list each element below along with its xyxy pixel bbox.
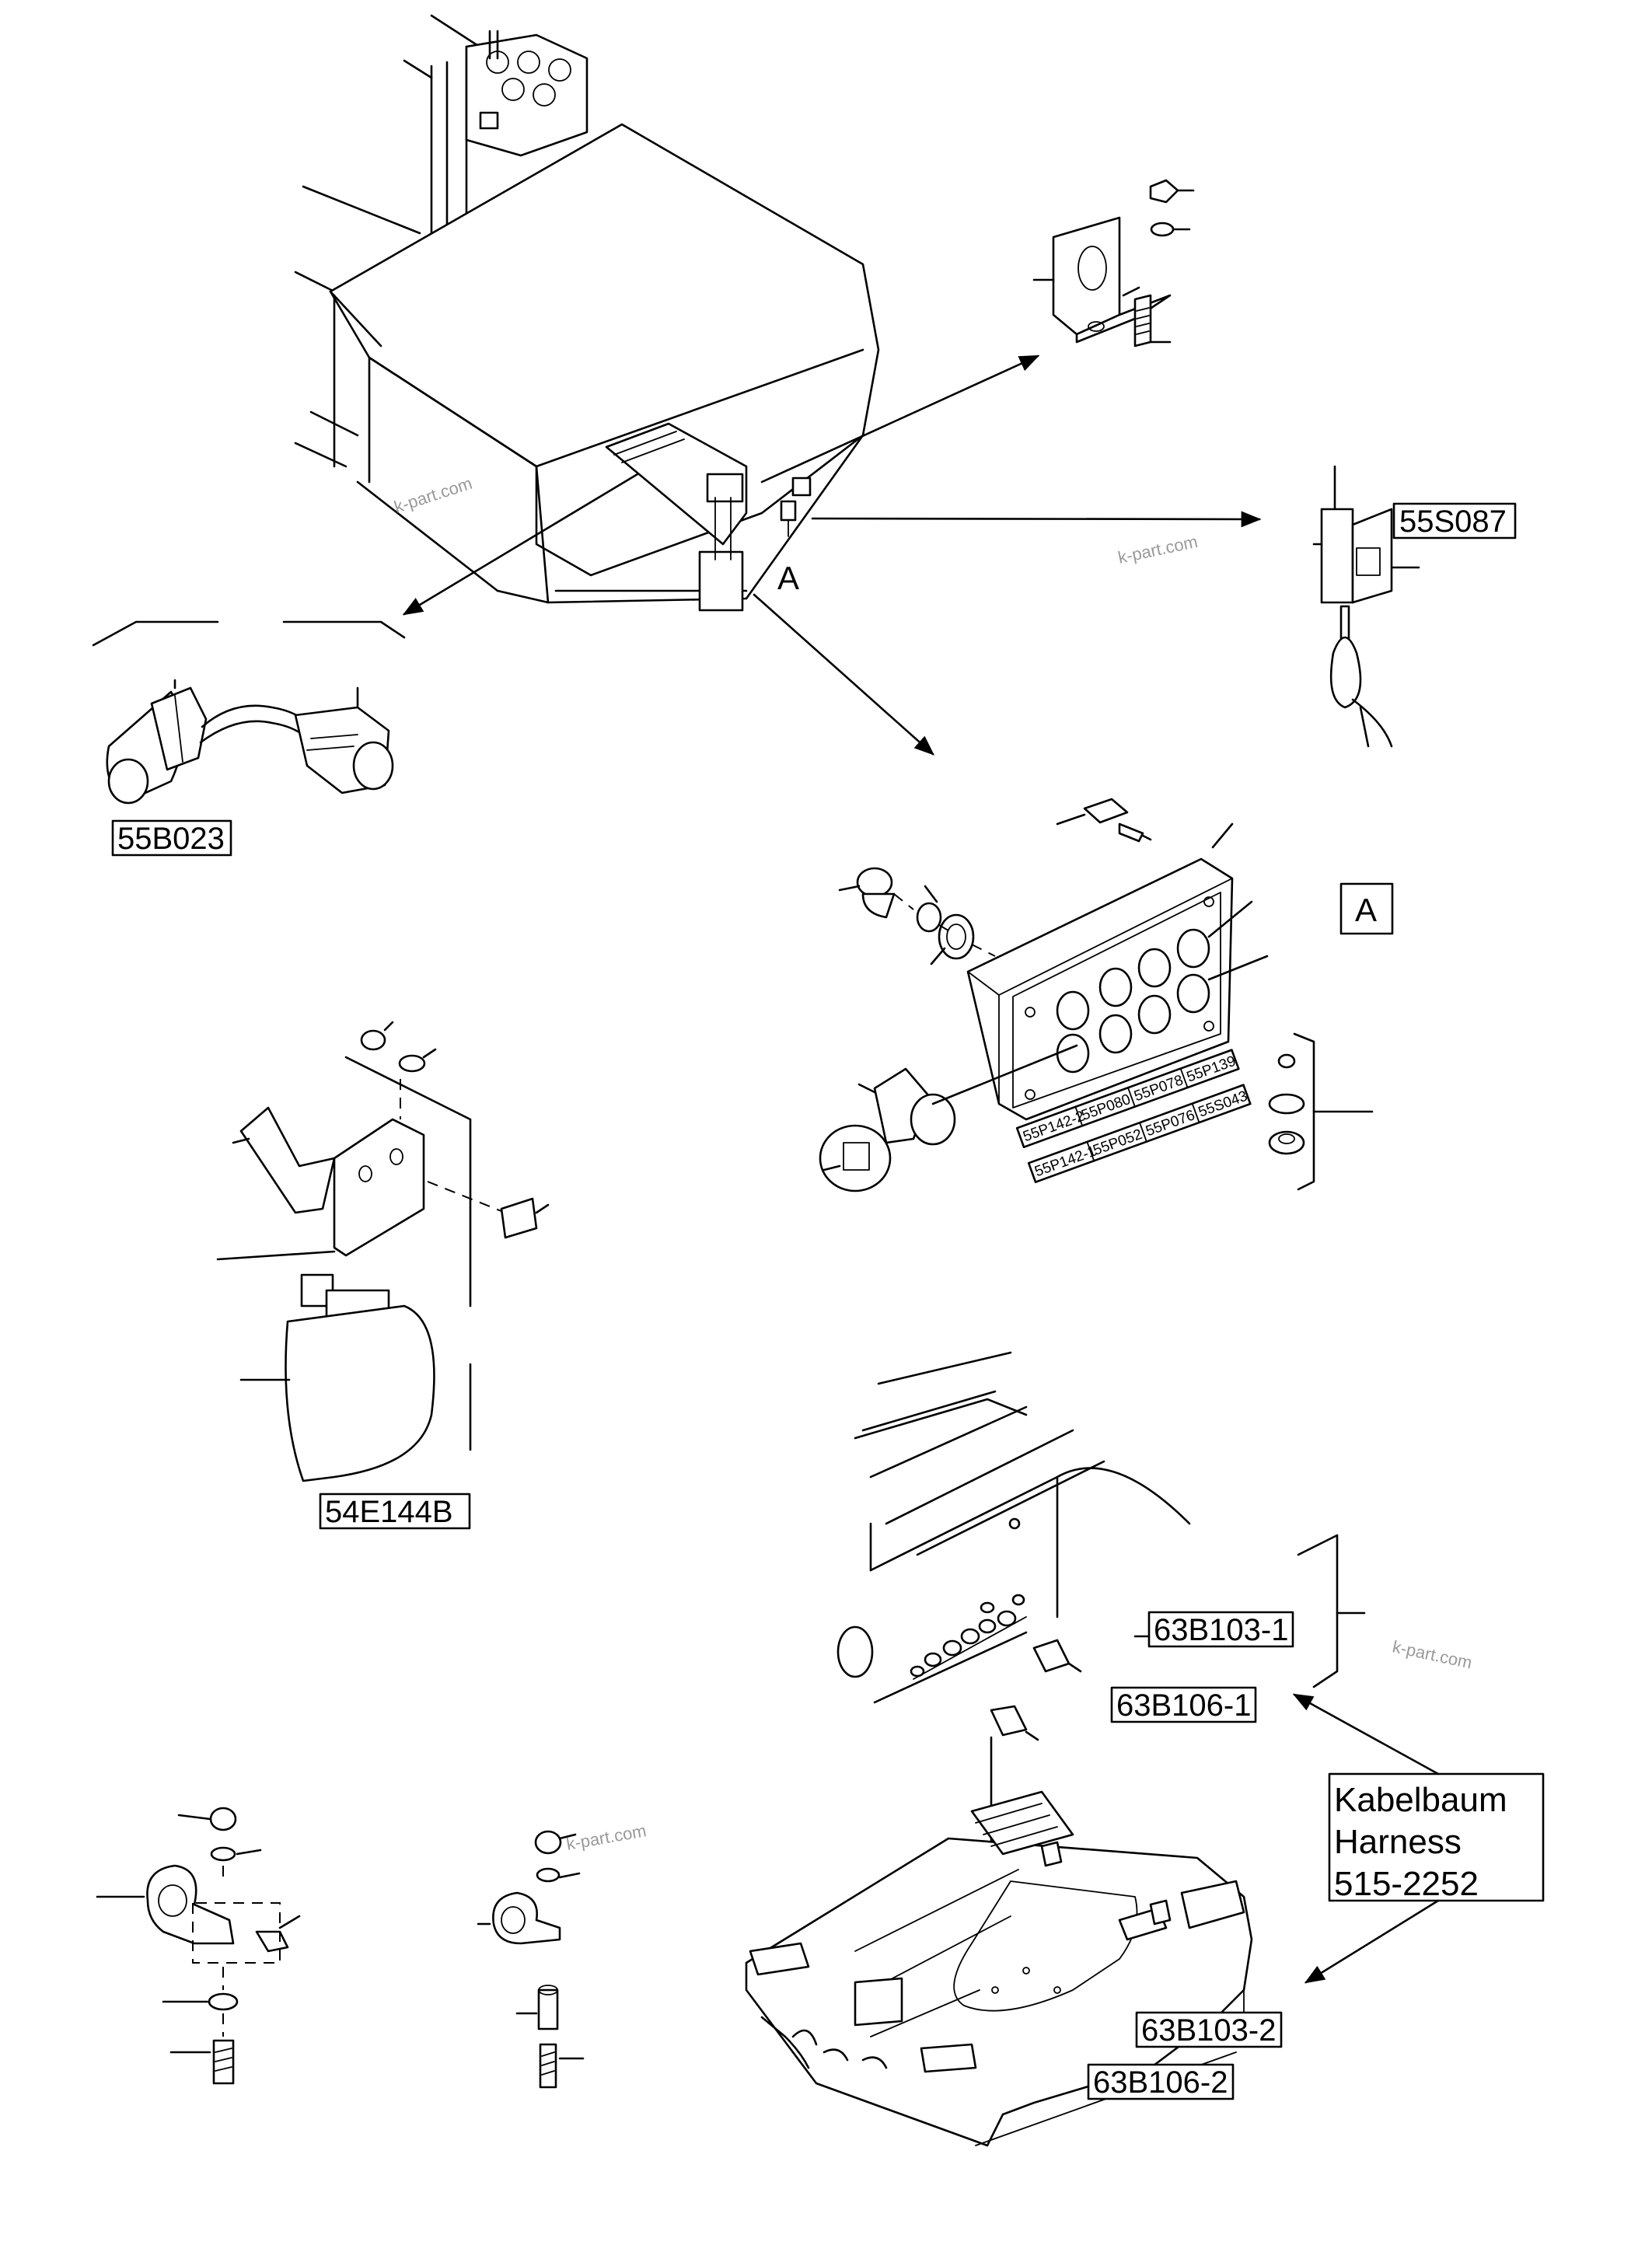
clamp-assembly-left xyxy=(96,1807,301,2085)
label-63B106-1: 63B106-1 xyxy=(1116,1688,1251,1723)
lamp-illustration: 54E144B xyxy=(216,1021,550,1530)
harness-line-3: 515-2252 xyxy=(1334,1865,1479,1903)
detail-a-box xyxy=(1339,882,1394,935)
label-box-63B103-1 xyxy=(1147,1611,1294,1648)
callout-a-label: A xyxy=(777,560,799,596)
label-55B023: 55B023 xyxy=(117,822,225,856)
arrow-to-bracket xyxy=(760,354,1040,484)
sensor-label-box xyxy=(111,819,232,857)
clamp-assembly-right: k-part.com xyxy=(477,1821,648,2089)
switch-illustration: 55S087 k-part.com xyxy=(1116,465,1517,748)
harness-line-2: Harness xyxy=(1334,1823,1462,1861)
arrow-to-panel xyxy=(753,593,934,756)
lamp-label-box xyxy=(319,1493,471,1530)
mounting-bracket-illustration xyxy=(1032,179,1195,347)
switch-label-box xyxy=(1392,502,1517,539)
label-box-63B103-2 xyxy=(1135,2011,1283,2048)
watermark-1: k-part.com xyxy=(392,473,475,517)
watermark-4: k-part.com xyxy=(565,1821,648,1854)
label-55S087: 55S087 xyxy=(1399,505,1507,539)
label-63B103-1: 63B103-1 xyxy=(1154,1613,1288,1647)
label-63B103-2: 63B103-2 xyxy=(1141,2013,1276,2048)
arrow-to-sensor xyxy=(402,473,639,616)
arrow-harness-upper xyxy=(1292,1693,1440,1775)
label-63B106-2: 63B106-2 xyxy=(1093,2065,1228,2100)
panel-knobs xyxy=(1056,928,1210,1074)
label-54E144B: 54E144B xyxy=(325,1495,453,1529)
harness-line-1: Kabelbaum xyxy=(1334,1781,1507,1819)
frame-assembly-illustration: 63B103-1 63B106-1 k-part.com 63B103-2 63… xyxy=(745,1351,1474,2147)
detail-a-label: A xyxy=(1355,892,1377,928)
sensor-illustration: 55B023 xyxy=(92,620,406,857)
watermark-2: k-part.com xyxy=(1116,532,1200,567)
label-box-63B106-2 xyxy=(1087,2063,1235,2100)
harness-callout: Kabelbaum Harness 515-2252 xyxy=(1292,1693,1545,1984)
watermark-3: k-part.com xyxy=(1391,1636,1474,1672)
sensor-fittings xyxy=(873,1594,1164,1741)
label-box-63B106-1 xyxy=(1110,1686,1257,1723)
arrow-harness-lower xyxy=(1304,1899,1440,1984)
machine-body-illustration: A k-part.com xyxy=(294,14,880,612)
control-panel-illustration: 55P142-2 55P080 55P078 55P139 55P142-1 5… xyxy=(819,798,1394,1192)
arrow-to-switch xyxy=(811,511,1262,528)
